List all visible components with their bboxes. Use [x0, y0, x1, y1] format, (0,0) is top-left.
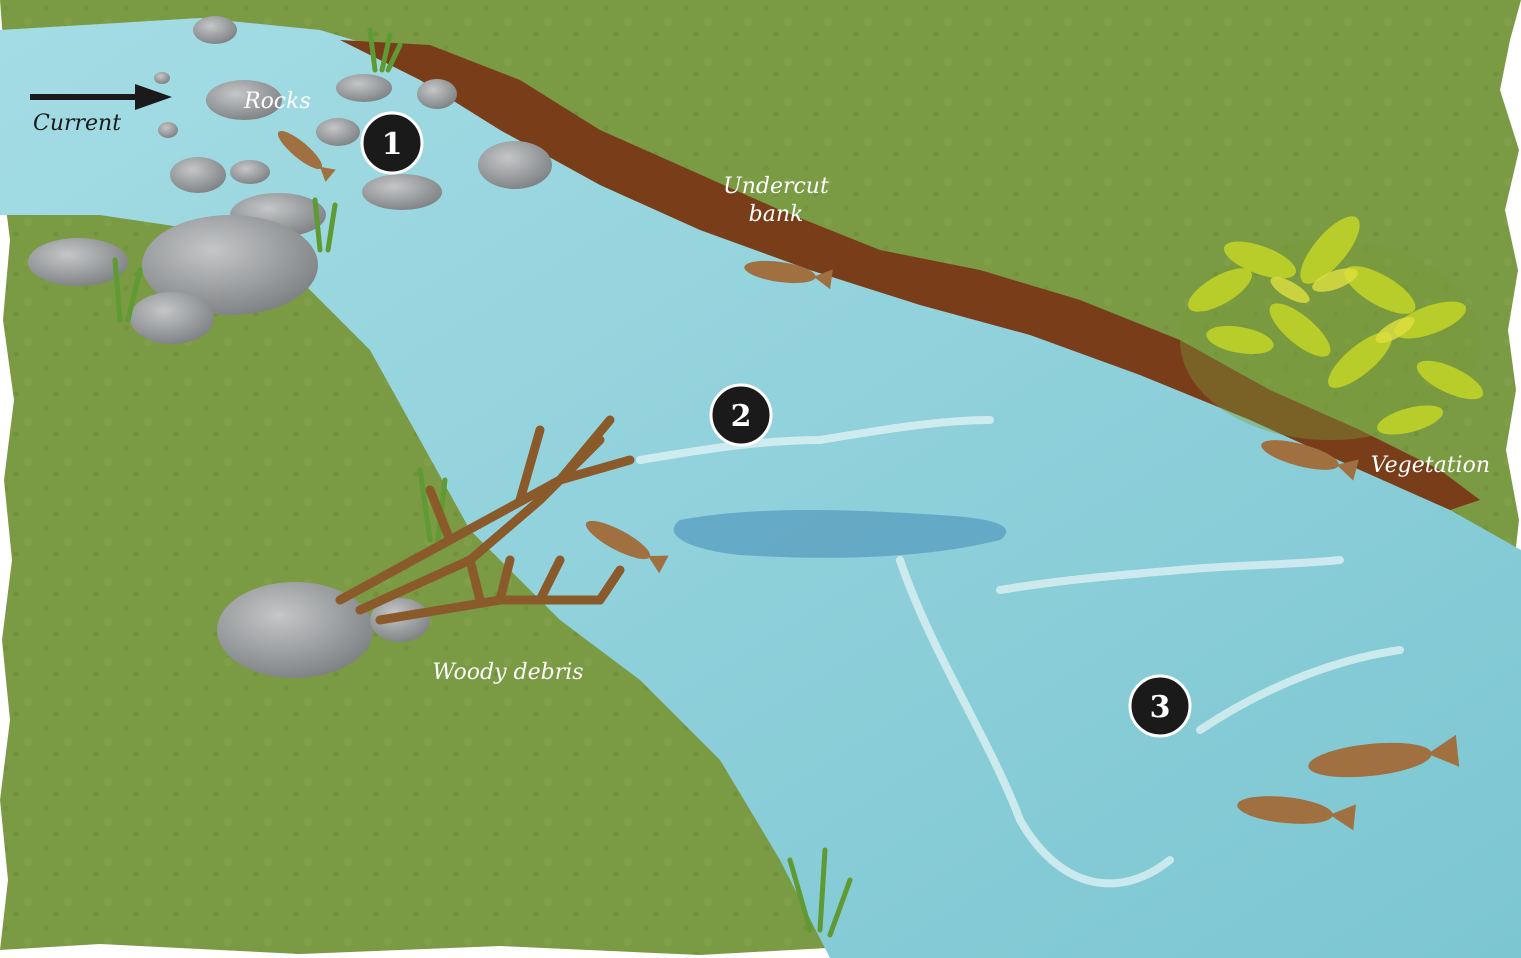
label-rocks: Rocks — [243, 89, 311, 114]
marker-3: 3 — [1130, 676, 1190, 736]
rock — [362, 174, 442, 210]
svg-text:3: 3 — [1150, 690, 1171, 725]
rock — [158, 122, 178, 138]
marker-1: 1 — [362, 113, 422, 173]
marker-2: 2 — [711, 385, 771, 445]
svg-text:1: 1 — [382, 127, 403, 162]
label-undercut-bank-line1: Undercut — [723, 174, 829, 199]
rock — [316, 118, 360, 146]
label-undercut-bank-line2: bank — [749, 202, 804, 227]
rock — [417, 79, 457, 109]
rock — [230, 160, 270, 184]
label-current: Current — [33, 111, 121, 136]
rock — [170, 157, 226, 193]
rock — [130, 292, 214, 344]
label-vegetation: Vegetation — [1371, 453, 1490, 478]
rock — [336, 74, 392, 102]
rock — [154, 72, 170, 84]
svg-text:2: 2 — [731, 399, 752, 434]
label-woody-debris: Woody debris — [432, 660, 583, 685]
rock — [193, 16, 237, 44]
rock — [478, 141, 552, 189]
